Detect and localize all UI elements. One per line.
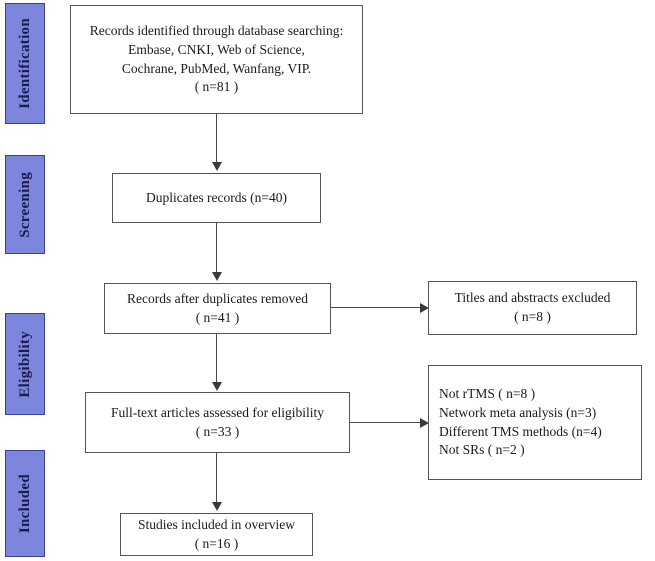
connector-duplicates-to-after-duplicates — [216, 223, 218, 273]
box-fulltext-assessed-line2: ( n=33 ) — [195, 423, 240, 439]
connector-identified-to-duplicates — [216, 114, 218, 163]
box-fulltext-excluded-line1: Not rTMS ( n=8 ) — [439, 386, 536, 402]
stage-label-screening-text: Screening — [16, 171, 33, 238]
box-records-after-duplicates-line2: ( n=41 ) — [195, 309, 240, 325]
connector-fulltext-to-fulltext-excluded — [350, 422, 422, 424]
arrow-after-duplicates-to-titles-excluded — [420, 303, 429, 313]
box-records-after-duplicates-line1: Records after duplicates removed — [126, 290, 309, 306]
stage-label-included-text: Included — [16, 473, 33, 534]
arrow-after-duplicates-to-fulltext — [212, 382, 222, 391]
stage-label-eligibility: Eligibility — [5, 313, 45, 415]
box-duplicates-records-line1: Duplicates records (n=40) — [145, 189, 288, 205]
arrow-identified-to-duplicates — [212, 162, 222, 171]
arrow-fulltext-to-fulltext-excluded — [420, 418, 429, 428]
stage-label-eligibility-text: Eligibility — [16, 330, 33, 398]
box-fulltext-assessed: Full-text articles assessed for eligibil… — [85, 392, 350, 453]
connector-after-duplicates-to-titles-excluded — [331, 307, 422, 309]
connector-fulltext-to-included — [216, 453, 218, 503]
box-fulltext-excluded-line2: Network meta analysis (n=3) — [439, 404, 597, 420]
box-records-identified: Records identified through database sear… — [70, 5, 363, 114]
stage-label-included: Included — [5, 450, 45, 557]
box-fulltext-excluded-line3: Different TMS methods (n=4) — [439, 423, 602, 439]
box-records-after-duplicates: Records after duplicates removed ( n=41 … — [104, 283, 331, 334]
stage-label-screening: Screening — [5, 155, 45, 254]
box-studies-included-line2: ( n=16 ) — [194, 535, 239, 551]
stage-label-identification-text: Identification — [16, 18, 33, 109]
box-titles-abstracts-excluded-line1: Titles and abstracts excluded — [454, 290, 611, 306]
box-studies-included: Studies included in overview ( n=16 ) — [120, 513, 313, 556]
box-records-identified-line3: Cochrane, PubMed, Wanfang, VIP. — [121, 60, 312, 76]
arrow-fulltext-to-included — [212, 502, 222, 511]
box-duplicates-records: Duplicates records (n=40) — [112, 173, 321, 223]
box-titles-abstracts-excluded-line2: ( n=8 ) — [514, 309, 551, 324]
arrow-duplicates-to-after-duplicates — [212, 272, 222, 281]
stage-label-identification: Identification — [5, 3, 45, 124]
box-fulltext-excluded-reasons: Not rTMS ( n=8 ) Network meta analysis (… — [428, 365, 642, 480]
box-records-identified-line4: ( n=81 ) — [194, 79, 239, 95]
box-records-identified-line1: Records identified through database sear… — [89, 23, 344, 39]
box-fulltext-assessed-line1: Full-text articles assessed for eligibil… — [111, 404, 324, 420]
connector-after-duplicates-to-fulltext — [216, 334, 218, 383]
box-studies-included-line1: Studies included in overview — [137, 516, 296, 532]
box-fulltext-excluded-line4: Not SRs ( n=2 ) — [439, 442, 525, 458]
box-titles-abstracts-excluded: Titles and abstracts excluded ( n=8 ) — [428, 281, 637, 335]
box-records-identified-line2: Embase, CNKI, Web of Science, — [128, 41, 305, 57]
